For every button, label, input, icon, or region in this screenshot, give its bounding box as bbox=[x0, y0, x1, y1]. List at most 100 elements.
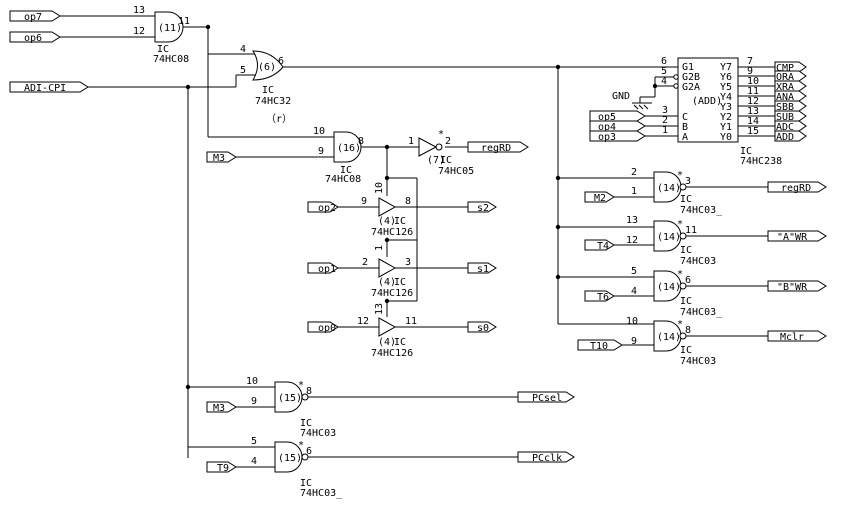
port-a-wr: "A"WR bbox=[767, 230, 827, 243]
svg-text:8: 8 bbox=[306, 386, 312, 397]
svg-text:10: 10 bbox=[626, 316, 638, 327]
svg-text:*: * bbox=[677, 219, 683, 230]
svg-text:(4): (4) bbox=[378, 337, 396, 348]
svg-text:(11): (11) bbox=[158, 23, 182, 34]
svg-text:IC: IC bbox=[680, 345, 692, 356]
port-op7: op7 bbox=[9, 10, 61, 23]
svg-text:A: A bbox=[682, 132, 688, 143]
tristate-buffer-s2: 10 9 8 (4) IC 74HC126 bbox=[361, 182, 413, 238]
svg-text:Y0: Y0 bbox=[720, 132, 732, 143]
svg-text:9: 9 bbox=[251, 396, 257, 407]
or-gate-74hc32: (6) 4 5 6 IC 74HC32 （r） bbox=[240, 44, 292, 125]
svg-text:T9: T9 bbox=[217, 463, 229, 474]
port-pcsel: PCsel bbox=[517, 391, 575, 404]
svg-text:T6: T6 bbox=[597, 292, 609, 303]
port-add: ADD bbox=[774, 130, 807, 143]
port-xra: XRA bbox=[774, 80, 807, 93]
svg-text:Y2: Y2 bbox=[720, 112, 732, 123]
svg-text:3: 3 bbox=[405, 257, 411, 268]
svg-text:6: 6 bbox=[685, 275, 691, 286]
svg-text:13: 13 bbox=[626, 215, 638, 226]
svg-text:"A"WR: "A"WR bbox=[777, 232, 808, 243]
svg-text:M2: M2 bbox=[594, 193, 606, 204]
svg-text:13: 13 bbox=[133, 5, 145, 16]
svg-text:IC: IC bbox=[394, 277, 406, 288]
svg-text:12: 12 bbox=[626, 235, 638, 246]
svg-text:regRD: regRD bbox=[781, 183, 811, 194]
port-m3-a: M3 bbox=[206, 151, 237, 164]
svg-text:op2: op2 bbox=[318, 203, 336, 214]
and-gate-74hc08-1: (11) 13 12 11 IC 74HC08 bbox=[133, 5, 190, 65]
svg-text:C: C bbox=[682, 112, 688, 123]
and-gate-74hc08-2: (16) 10 9 8 IC 74HC08 bbox=[313, 126, 364, 185]
port-sub: SUB bbox=[774, 110, 807, 123]
svg-text:B: B bbox=[682, 122, 688, 133]
svg-text:4: 4 bbox=[631, 286, 637, 297]
svg-text:(14): (14) bbox=[657, 332, 681, 343]
svg-text:Mclr: Mclr bbox=[780, 332, 804, 343]
tristate-buffer-s0: 13 12 11 (4) IC 74HC126 bbox=[357, 303, 417, 359]
svg-text:(14): (14) bbox=[657, 183, 681, 194]
svg-text:74HC03: 74HC03 bbox=[300, 428, 336, 439]
svg-text:15: 15 bbox=[747, 126, 759, 137]
svg-text:3: 3 bbox=[685, 176, 691, 187]
svg-text:2: 2 bbox=[445, 136, 451, 147]
port-cmp: CMP bbox=[774, 61, 807, 74]
svg-text:(4): (4) bbox=[378, 216, 396, 227]
svg-text:8: 8 bbox=[358, 136, 364, 147]
junctions bbox=[185, 24, 658, 390]
svg-text:74HC08: 74HC08 bbox=[325, 174, 361, 185]
svg-text:74HC126: 74HC126 bbox=[371, 227, 413, 238]
svg-text:*: * bbox=[438, 129, 444, 140]
svg-text:(4): (4) bbox=[378, 277, 396, 288]
svg-text:1: 1 bbox=[408, 136, 414, 147]
svg-text:10: 10 bbox=[313, 126, 325, 137]
svg-text:12: 12 bbox=[133, 26, 145, 37]
port-b-wr: "B"WR bbox=[767, 280, 827, 293]
port-s2: s2 bbox=[467, 201, 497, 214]
svg-text:SBB: SBB bbox=[776, 102, 794, 113]
svg-text:IC: IC bbox=[740, 146, 752, 157]
svg-text:Y1: Y1 bbox=[720, 122, 732, 133]
port-t10: T10 bbox=[577, 339, 623, 352]
svg-text:10: 10 bbox=[246, 376, 258, 387]
svg-text:74HC03: 74HC03 bbox=[680, 256, 716, 267]
port-s0: s0 bbox=[467, 321, 497, 334]
svg-text:74HC238: 74HC238 bbox=[740, 156, 782, 167]
port-m3-b: M3 bbox=[206, 401, 237, 414]
svg-text:5: 5 bbox=[240, 65, 246, 76]
svg-text:SUB: SUB bbox=[776, 112, 794, 123]
svg-text:op1: op1 bbox=[318, 264, 336, 275]
nand-gate-regrd: (14) 2 1 * 3 IC 74HC03_ bbox=[631, 167, 723, 216]
svg-text:G2B: G2B bbox=[682, 72, 700, 83]
svg-text:74HC126: 74HC126 bbox=[371, 288, 413, 299]
svg-text:74HC03: 74HC03 bbox=[680, 356, 716, 367]
svg-text:s2: s2 bbox=[477, 203, 489, 214]
svg-text:IC: IC bbox=[440, 155, 452, 166]
svg-text:IC: IC bbox=[680, 296, 692, 307]
svg-text:74HC03_: 74HC03_ bbox=[680, 205, 723, 216]
svg-text:(6): (6) bbox=[258, 62, 276, 73]
svg-text:13: 13 bbox=[374, 303, 385, 315]
svg-text:Y4: Y4 bbox=[720, 92, 732, 103]
port-m2: M2 bbox=[584, 191, 615, 204]
wires bbox=[60, 15, 775, 468]
svg-text:12: 12 bbox=[357, 316, 369, 327]
svg-text:G2A: G2A bbox=[682, 82, 700, 93]
svg-text:op4: op4 bbox=[598, 122, 616, 133]
svg-text:13: 13 bbox=[747, 106, 759, 117]
port-op1: op1 bbox=[307, 262, 339, 275]
svg-text:ADI-CPI: ADI-CPI bbox=[24, 83, 66, 94]
svg-text:8: 8 bbox=[405, 196, 411, 207]
svg-text:9: 9 bbox=[318, 146, 324, 157]
port-t9: T9 bbox=[206, 461, 237, 474]
svg-text:6: 6 bbox=[306, 446, 312, 457]
port-mclr: Mclr bbox=[767, 330, 827, 343]
svg-text:5: 5 bbox=[631, 266, 637, 277]
svg-text:IC: IC bbox=[340, 165, 352, 176]
svg-text:M3: M3 bbox=[213, 403, 225, 414]
svg-text:G1: G1 bbox=[682, 62, 694, 73]
svg-text:74HC03_: 74HC03_ bbox=[300, 488, 343, 499]
svg-text:11: 11 bbox=[178, 16, 190, 27]
svg-text:10: 10 bbox=[747, 76, 759, 87]
